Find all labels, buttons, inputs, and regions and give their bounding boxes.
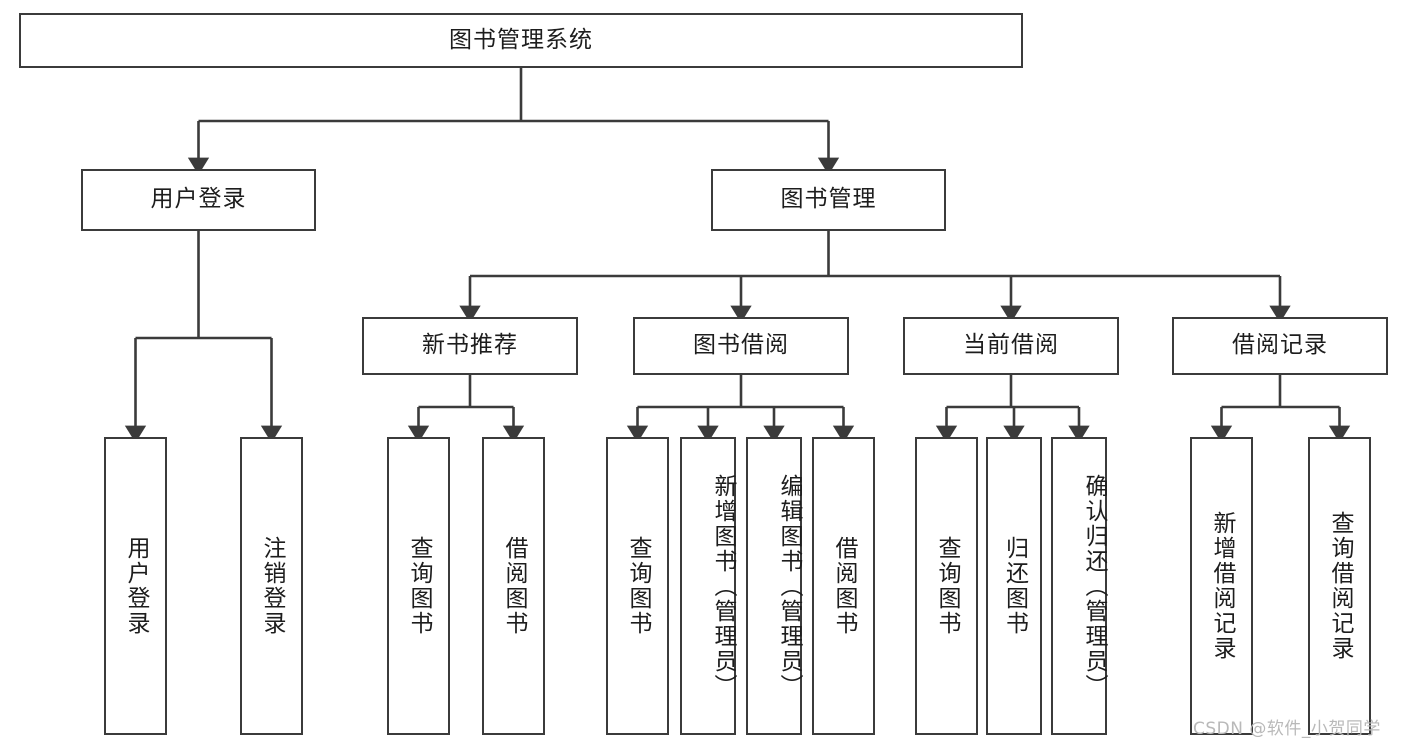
node-label: 借阅图书	[501, 536, 527, 636]
node-login[interactable]: 用户登录	[81, 169, 316, 231]
node-label: 查询借阅记录	[1327, 511, 1353, 661]
node-label: 确认归还（管理员）	[1081, 473, 1107, 699]
node-leaf-bb-edit[interactable]: 编辑图书（管理员）	[746, 437, 802, 735]
watermark: CSDN @软件_小贺同学	[1193, 719, 1381, 739]
node-label: 注销登录	[259, 536, 285, 636]
node-bookmgmt[interactable]: 图书管理	[711, 169, 946, 231]
node-record[interactable]: 借阅记录	[1172, 317, 1388, 375]
node-label: 图书管理	[780, 186, 877, 213]
node-leaf-cb-query[interactable]: 查询图书	[915, 437, 978, 735]
node-leaf-cb-confirm[interactable]: 确认归还（管理员）	[1051, 437, 1107, 735]
node-current[interactable]: 当前借阅	[903, 317, 1119, 375]
node-label: 查询图书	[934, 536, 960, 636]
node-label: 归还图书	[1001, 536, 1028, 636]
node-root[interactable]: 图书管理系统	[19, 13, 1023, 68]
node-label: 借阅记录	[1232, 332, 1328, 359]
node-label: 查询图书	[625, 536, 651, 636]
node-label: 新增借阅记录	[1209, 511, 1235, 661]
node-leaf-bb-borrow[interactable]: 借阅图书	[812, 437, 875, 735]
node-label: 图书借阅	[693, 332, 789, 359]
node-label: 新书推荐	[422, 332, 518, 359]
node-leaf-bb-query[interactable]: 查询图书	[606, 437, 669, 735]
node-leaf-nb-borrow[interactable]: 借阅图书	[482, 437, 545, 735]
node-newbook[interactable]: 新书推荐	[362, 317, 578, 375]
node-leaf-bb-add[interactable]: 新增图书（管理员）	[680, 437, 736, 735]
node-leaf-user-logout[interactable]: 注销登录	[240, 437, 303, 735]
node-leaf-nb-query[interactable]: 查询图书	[387, 437, 450, 735]
node-label: 查询图书	[406, 536, 432, 636]
node-leaf-cb-return[interactable]: 归还图书	[986, 437, 1042, 735]
node-label: 用户登录	[150, 186, 247, 213]
node-borrow[interactable]: 图书借阅	[633, 317, 849, 375]
node-label: 编辑图书（管理员）	[776, 473, 802, 699]
node-label: 图书管理系统	[449, 26, 593, 53]
node-label: 用户登录	[123, 536, 149, 636]
node-label: 当前借阅	[963, 332, 1059, 359]
node-leaf-rc-query[interactable]: 查询借阅记录	[1308, 437, 1371, 735]
node-label: 新增图书（管理员）	[710, 473, 736, 699]
node-label: 借阅图书	[831, 536, 857, 636]
node-leaf-rc-add[interactable]: 新增借阅记录	[1190, 437, 1253, 735]
node-leaf-user-login[interactable]: 用户登录	[104, 437, 167, 735]
